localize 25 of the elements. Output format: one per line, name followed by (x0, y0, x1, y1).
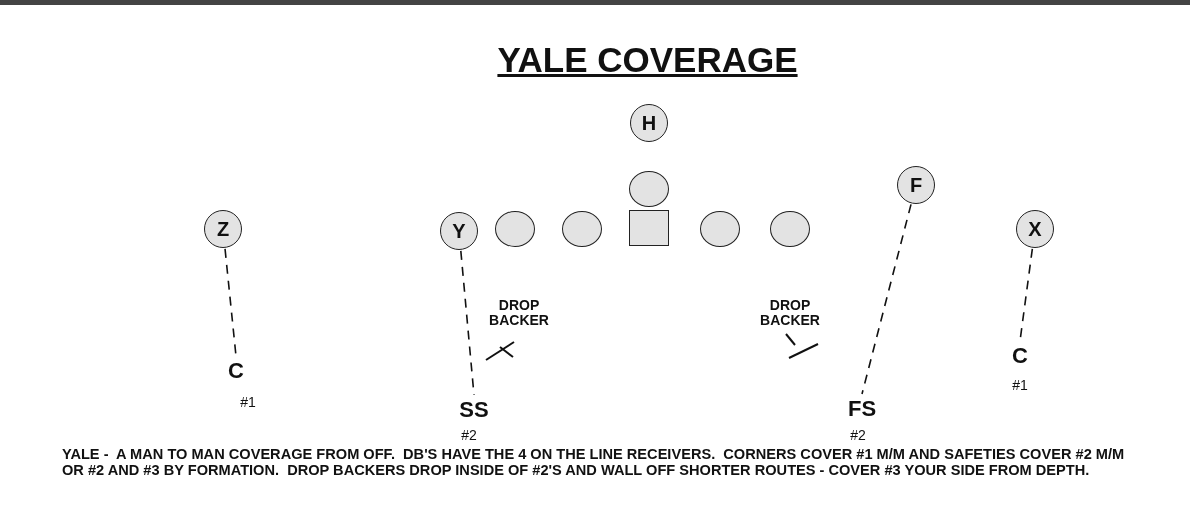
player-circle (495, 211, 535, 247)
player-circle (629, 171, 669, 207)
player-circle: X (1016, 210, 1054, 248)
coverage-line (460, 250, 475, 396)
player-circle: H (630, 104, 668, 142)
drop-label: DROP BACKER (759, 298, 821, 328)
caption: YALE - A MAN TO MAN COVERAGE FROM OFF. DB'S HAVE THE 4 ON THE LINE RECEIVERS. CORNERS COVER #1 M/M AND SAFETIES COVER #2 M/M OR #2 AND #3 BY FORMATION. DROP BACKERS DROP INSIDE OF #2'S AND WALL OFF SHORTER ROUTES - COVER #3 YOUR SIDE FROM DEPTH. (62, 446, 1126, 478)
player-circle: F (897, 166, 935, 204)
position-label: FS (847, 396, 877, 422)
player-circle (562, 211, 602, 247)
position-label: C (228, 358, 244, 384)
drop-label: DROP BACKER (488, 298, 550, 328)
position-label: C (1012, 343, 1028, 369)
receiver-number: #1 (240, 394, 256, 410)
player-circle: Z (204, 210, 242, 248)
center-square (629, 210, 669, 246)
player-circle (700, 211, 740, 247)
receiver-number: #2 (850, 427, 866, 443)
player-circle: Y (440, 212, 478, 250)
receiver-number: #1 (1012, 377, 1028, 393)
title: YALE COVERAGE (496, 40, 799, 80)
player-circle (770, 211, 810, 247)
receiver-number: #2 (461, 427, 477, 443)
position-label: SS (459, 397, 489, 423)
coverage-line (861, 203, 912, 395)
